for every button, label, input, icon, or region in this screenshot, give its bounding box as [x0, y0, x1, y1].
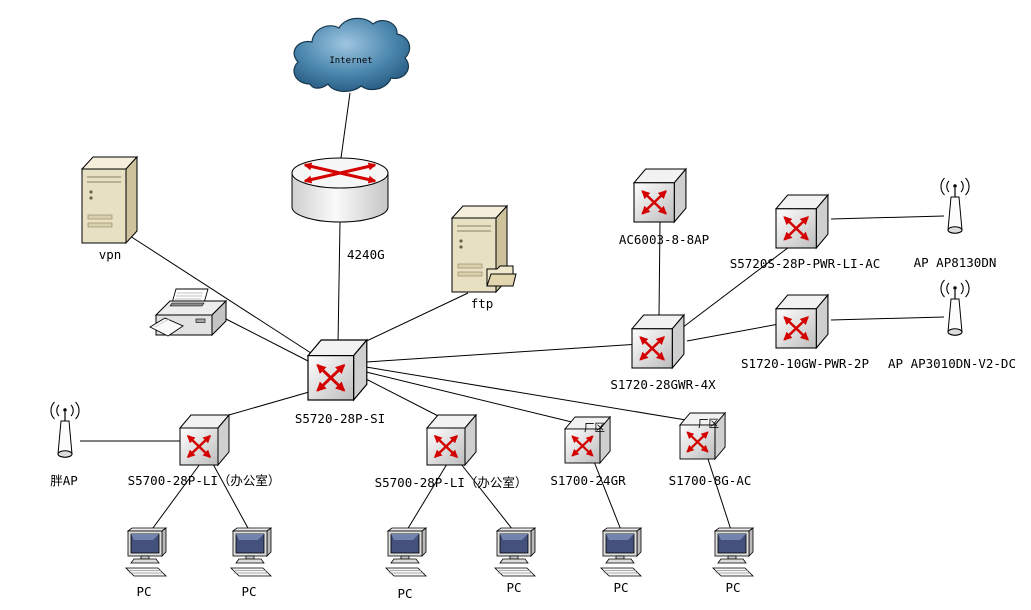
- pc2-label: PC: [241, 584, 256, 599]
- s1700-24gr-label: S1700-24GR: [550, 473, 626, 488]
- printer-slot: [169, 302, 205, 307]
- access-point-icon: [940, 279, 970, 336]
- pc5-label: PC: [613, 580, 628, 595]
- edge-core-ftp: [355, 292, 469, 347]
- cloud-icon: [293, 17, 411, 92]
- switch-icon: [308, 340, 367, 400]
- node-s1700-24gr[interactable]: 厂区: [565, 417, 610, 463]
- edge-s1720-10gw-ap3010: [830, 316, 945, 321]
- node-pc2[interactable]: [230, 527, 272, 577]
- s1700-8g-label: S1700-8G-AC: [669, 473, 752, 488]
- edge-s5700-office2-pc3: [406, 463, 448, 531]
- node-ac6003[interactable]: [634, 169, 686, 222]
- pc-icon: [125, 527, 167, 577]
- factory-area-tag: 厂区: [698, 418, 719, 430]
- switch-icon: [180, 415, 229, 465]
- folder-icon: [486, 265, 517, 287]
- access-point-icon: [940, 177, 970, 234]
- vpn-label: vpn: [99, 247, 122, 262]
- pc1-label: PC: [136, 584, 151, 599]
- node-core-switch[interactable]: [308, 340, 367, 400]
- router-arrows-icon: [303, 162, 377, 184]
- node-s5700-office2[interactable]: [427, 415, 476, 465]
- edge-s1720-28gwr-s1720-10gw: [686, 323, 780, 342]
- node-s5700-office1[interactable]: [180, 415, 229, 465]
- node-internet-cloud[interactable]: Internet: [293, 17, 411, 92]
- edge-s5700-office1-pc1: [149, 463, 201, 533]
- printer-output-tray: [149, 317, 184, 337]
- factory-area-tag: 厂区: [584, 422, 605, 434]
- fat-ap-label: 胖AP: [50, 473, 78, 488]
- node-s1720-10gw[interactable]: [776, 295, 828, 348]
- access-point-icon: [50, 401, 80, 458]
- node-pc5[interactable]: [600, 527, 642, 577]
- pc-icon: [600, 527, 642, 577]
- node-router-4240g[interactable]: [291, 157, 389, 223]
- edge-internet-router: [340, 92, 351, 159]
- switch-icon: [776, 195, 828, 248]
- edge-vpn-core: [129, 235, 315, 356]
- edge-router-core: [337, 221, 341, 345]
- edge-s5720s-s1720-28gwr: [673, 246, 790, 335]
- node-s1720-28gwr[interactable]: [632, 315, 684, 368]
- s1720-28gwr-label: S1720-28GWR-4X: [610, 377, 716, 392]
- node-ap8130[interactable]: [940, 177, 970, 234]
- switch-icon: [632, 315, 684, 368]
- pc-icon: [494, 527, 536, 577]
- edge-s1700-24gr-pc5: [592, 458, 622, 531]
- s5700-office2-label: S5700-28P-LI（办公室）: [375, 475, 528, 490]
- node-s1700-8g[interactable]: 厂区: [680, 413, 725, 459]
- edge-core-s1700-8g: [365, 366, 693, 422]
- edge-s5700-office2-pc4: [460, 463, 514, 531]
- switch-icon: [634, 169, 686, 222]
- ftp-label: ftp: [471, 296, 494, 311]
- pc3-label: PC: [397, 586, 412, 601]
- switch-icon: [427, 415, 476, 465]
- pc-icon: [385, 527, 427, 577]
- pc6-label: PC: [725, 580, 740, 595]
- s5720s-label: S5720S-28P-PWR-LI-AC: [730, 256, 881, 271]
- node-pc3[interactable]: [385, 527, 427, 577]
- server-icon: [81, 156, 138, 244]
- internet-label: Internet: [329, 56, 372, 66]
- node-s5720s[interactable]: [776, 195, 828, 248]
- node-printer[interactable]: [149, 288, 228, 337]
- pc-icon: [230, 527, 272, 577]
- edge-s5720s-ap8130: [830, 215, 945, 220]
- node-ftp-server[interactable]: [451, 205, 517, 293]
- printer-panel: [195, 318, 206, 323]
- node-pc6[interactable]: [712, 527, 754, 577]
- node-ap3010[interactable]: [940, 279, 970, 336]
- ap3010-label: AP AP3010DN-V2-DC: [888, 356, 1016, 371]
- edge-s1700-8g-pc6: [706, 455, 732, 531]
- edge-core-s1700-24gr: [365, 371, 581, 425]
- edges-layer: [80, 92, 945, 533]
- edge-ac6003-s1720-28gwr: [658, 220, 661, 318]
- s5700-office1-label: S5700-28P-LI（办公室）: [128, 473, 281, 488]
- pc4-label: PC: [506, 580, 521, 595]
- edge-s5700-office1-pc2: [212, 463, 250, 531]
- node-pc1[interactable]: [125, 527, 167, 577]
- edge-printer-core: [223, 317, 311, 363]
- ac6003-label: AC6003-8-8AP: [619, 232, 709, 247]
- pc-icon: [712, 527, 754, 577]
- node-fat-ap[interactable]: [50, 401, 80, 458]
- node-vpn-server[interactable]: [81, 156, 138, 244]
- s1720-10gw-label: S1720-10GW-PWR-2P: [741, 356, 869, 371]
- core-switch-label: S5720-28P-SI: [295, 411, 385, 426]
- edge-core-s1720-28gwr: [365, 343, 641, 363]
- router-4240g-label: 4240G: [347, 247, 385, 262]
- ap8130-label: AP AP8130DN: [914, 255, 997, 270]
- switch-icon: [776, 295, 828, 348]
- node-pc4[interactable]: [494, 527, 536, 577]
- edge-core-s5700-office2: [363, 377, 447, 421]
